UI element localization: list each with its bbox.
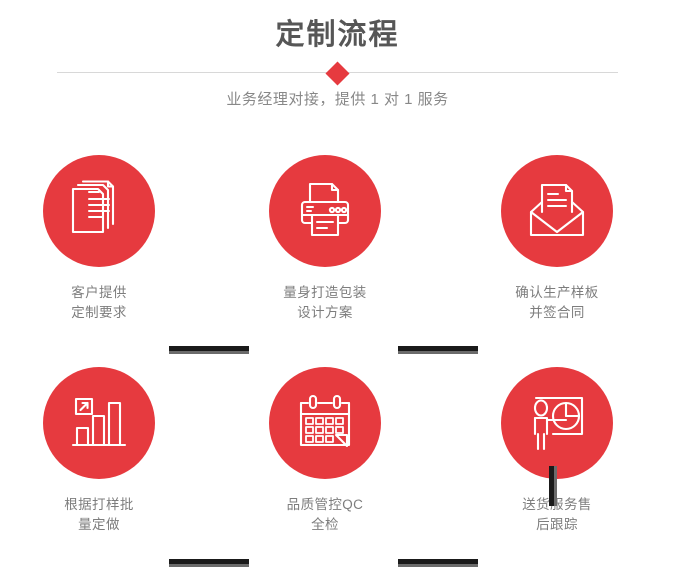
flow-step-3-label-line1: 确认生产样板 <box>515 285 599 300</box>
connector-step2-step3 <box>398 346 478 354</box>
calendar-check-icon <box>299 394 351 448</box>
envelope-document-icon <box>529 183 585 237</box>
connector-bar <box>169 346 249 351</box>
flow-step-6-label-line2: 后跟踪 <box>536 517 578 532</box>
flow-step-4-label: 根据打样批 量定做 <box>19 495 179 535</box>
flow-step-3-circle <box>501 155 613 267</box>
flow-step-4-label-line1: 根据打样批 <box>64 497 134 512</box>
page-header: 定制流程 业务经理对接，提供 1 对 1 服务 <box>0 0 675 135</box>
flow-step-1-label: 客户提供 定制要求 <box>19 283 179 323</box>
flow-step-5-label-line1: 品质管控QC <box>286 497 364 512</box>
connector-shadow <box>169 351 249 354</box>
connector-step4-step5 <box>169 559 249 567</box>
flow-step-2-circle <box>269 155 381 267</box>
connector-step1-step2 <box>169 346 249 354</box>
flow-step-5-label-line2: 全检 <box>311 517 339 532</box>
printer-icon <box>300 182 350 237</box>
connector-shadow <box>554 466 557 506</box>
bar-chart-growth-icon <box>71 397 127 447</box>
flow-step-3-label-line2: 并签合同 <box>529 305 585 320</box>
flow-step-4-label-line2: 量定做 <box>78 517 120 532</box>
process-flow-diagram: 客户提供 定制要求 <box>0 135 675 567</box>
flow-step-2-label: 量身打造包装 设计方案 <box>245 283 405 323</box>
connector-bar <box>549 466 554 506</box>
flow-step-1-label-line2: 定制要求 <box>71 305 127 320</box>
flow-step-4-circle <box>43 367 155 479</box>
flow-step-3[interactable]: 确认生产样板 并签合同 <box>477 155 637 323</box>
flow-step-6[interactable]: 送货服务售 后跟踪 <box>477 367 637 535</box>
flow-step-1-circle <box>43 155 155 267</box>
documents-stack-icon <box>71 180 115 234</box>
flow-step-1-label-line1: 客户提供 <box>71 285 127 300</box>
flow-step-6-label-line1: 送货服务售 <box>522 497 592 512</box>
flow-step-2-label-line2: 设计方案 <box>297 305 353 320</box>
connector-shadow <box>398 351 478 354</box>
page-subtitle: 业务经理对接，提供 1 对 1 服务 <box>226 91 449 108</box>
page-title: 定制流程 <box>275 19 400 51</box>
connector-bar <box>398 346 478 351</box>
flow-step-6-label: 送货服务售 后跟踪 <box>477 495 637 535</box>
diamond-icon <box>325 60 350 86</box>
flow-step-2-label-line1: 量身打造包装 <box>283 285 367 300</box>
flow-step-3-label: 确认生产样板 并签合同 <box>477 283 637 323</box>
flow-step-1[interactable]: 客户提供 定制要求 <box>19 155 179 323</box>
flow-step-4[interactable]: 根据打样批 量定做 <box>19 367 179 535</box>
connector-step5-step6 <box>398 559 478 567</box>
flow-step-5[interactable]: 品质管控QC 全检 <box>245 367 405 535</box>
flow-step-5-label: 品质管控QC 全检 <box>245 495 405 535</box>
connector-step3-step4 <box>549 466 557 506</box>
flow-step-5-circle <box>269 367 381 479</box>
presenter-pie-chart-icon <box>533 396 584 451</box>
flow-step-2[interactable]: 量身打造包装 设计方案 <box>245 155 405 323</box>
flow-step-6-circle <box>501 367 613 479</box>
title-divider <box>57 60 618 86</box>
